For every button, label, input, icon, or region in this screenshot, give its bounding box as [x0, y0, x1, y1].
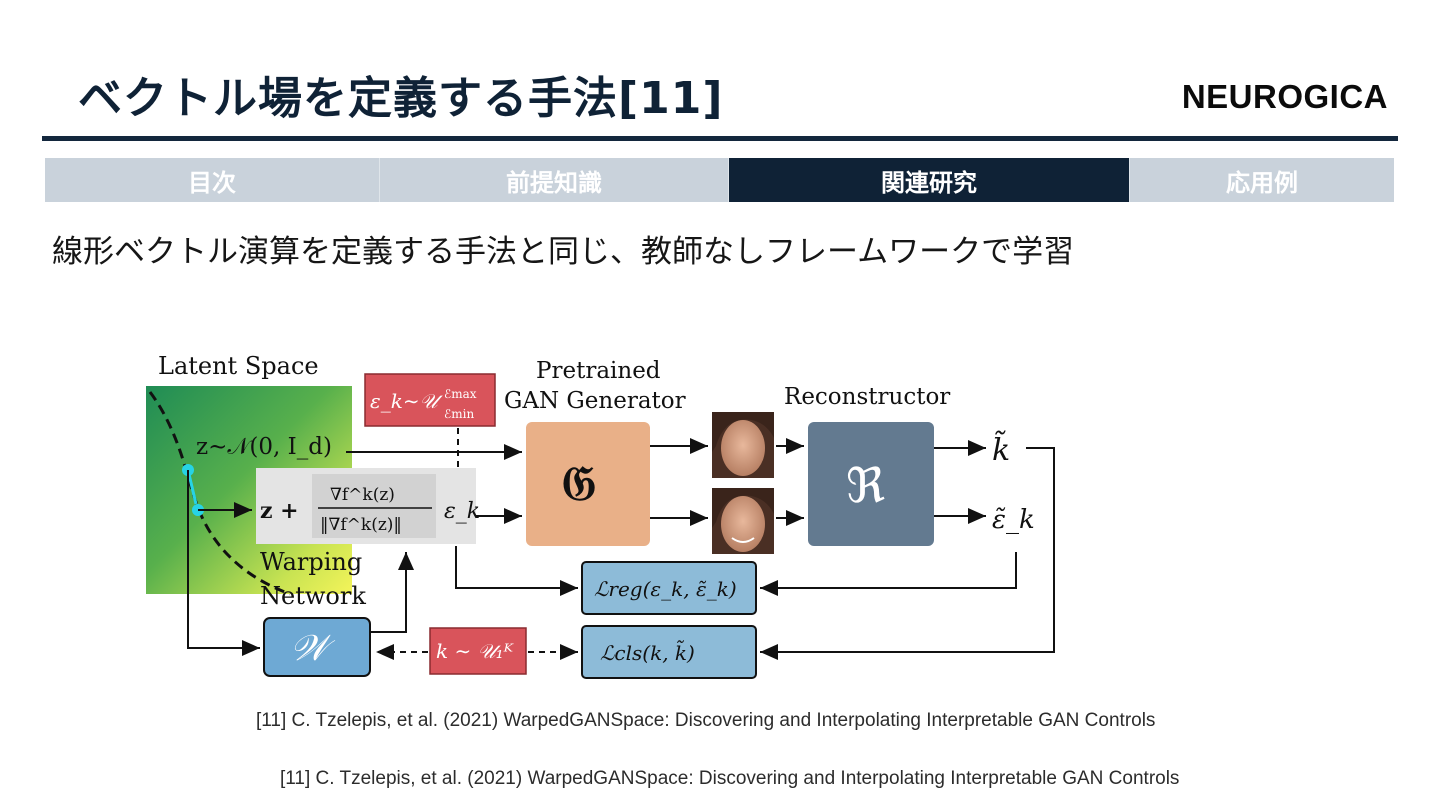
latent-shift-vector — [186, 469, 198, 505]
brand-logo: NEUROGICA — [1181, 78, 1388, 115]
reconstructor-label: Reconstructor — [784, 384, 950, 410]
epsilon-sample-box — [364, 373, 496, 427]
epsilon-tilde-output: ε̃_k — [992, 505, 1035, 535]
epsilon-sample-sub: ℰmin — [444, 407, 474, 421]
epsilon-feedback-line — [760, 552, 1017, 596]
warp-to-gradient-line — [370, 552, 414, 633]
reconstructor-box — [808, 422, 934, 546]
epsilon-k-label: ε_k — [444, 499, 480, 524]
loss-reg-text: ℒreg(ε_k, ε̃_k) — [594, 577, 737, 601]
shift-prefix: z + — [260, 498, 299, 524]
gradient-denominator: ‖∇f^k(z)‖ — [320, 515, 402, 535]
epsilon-sample-text: ε_k∼𝒰 — [370, 389, 444, 413]
k-sample-text: k ∼ 𝒰₁ᴷ — [436, 639, 515, 663]
reconstructor-symbol: ℜ — [846, 458, 885, 514]
tab-applications[interactable]: 応用例 — [1129, 158, 1394, 202]
z-distribution: z∼𝒩(0, I_d) — [196, 434, 332, 460]
tab-prerequisites[interactable]: 前提知識 — [379, 158, 728, 202]
generator-label-1: Pretrained — [536, 358, 661, 384]
tab-related-work[interactable]: 関連研究 — [728, 158, 1129, 202]
generator-symbol: 𝔊 — [562, 456, 596, 512]
reference-citation-duplicate: [11] C. Tzelepis, et al. (2021) WarpedGA… — [280, 768, 1180, 789]
k-tilde-output: k̃ — [992, 430, 1010, 468]
generator-box — [526, 422, 650, 546]
warping-label-1: Warping — [260, 548, 362, 576]
loss-reg-box — [581, 561, 757, 615]
warping-label-2: Network — [260, 582, 366, 610]
epsilon-k-cell — [440, 470, 476, 544]
generated-face-1 — [712, 412, 774, 478]
tab-contents[interactable]: 目次 — [45, 158, 379, 202]
loss-cls-text: ℒcls(k, k̃) — [600, 639, 695, 665]
generator-label-2: GAN Generator — [504, 388, 686, 414]
loss-cls-box — [581, 625, 757, 679]
epsilon-sample-sup: ℰmax — [444, 387, 477, 401]
warping-network-box — [263, 617, 371, 677]
generated-face-2 — [712, 488, 774, 554]
section-tabs: 目次 前提知識 関連研究 応用例 — [45, 158, 1394, 202]
gradient-fraction-box — [312, 474, 436, 538]
epsilon-to-loss-reg-line — [455, 546, 578, 596]
k-sample-box — [429, 627, 527, 675]
header-divider — [42, 136, 1398, 141]
latent-space-label: Latent Space — [158, 352, 319, 380]
z-to-warp-line — [187, 470, 260, 656]
page-title: ベクトル場を定義する手法[11] — [78, 73, 724, 124]
k-feedback-line — [760, 447, 1055, 660]
gradient-numerator: ∇f^k(z) — [330, 485, 395, 505]
slide-subtitle: 線形ベクトル演算を定義する手法と同じ、教師なしフレームワークで学習 — [52, 234, 1075, 270]
reference-citation: [11] C. Tzelepis, et al. (2021) WarpedGA… — [256, 710, 1156, 731]
warpedganspace-diagram: Latent Space z∼𝒩(0, I_d) ε_k∼𝒰 ℰmax ℰmin… — [146, 352, 1055, 679]
